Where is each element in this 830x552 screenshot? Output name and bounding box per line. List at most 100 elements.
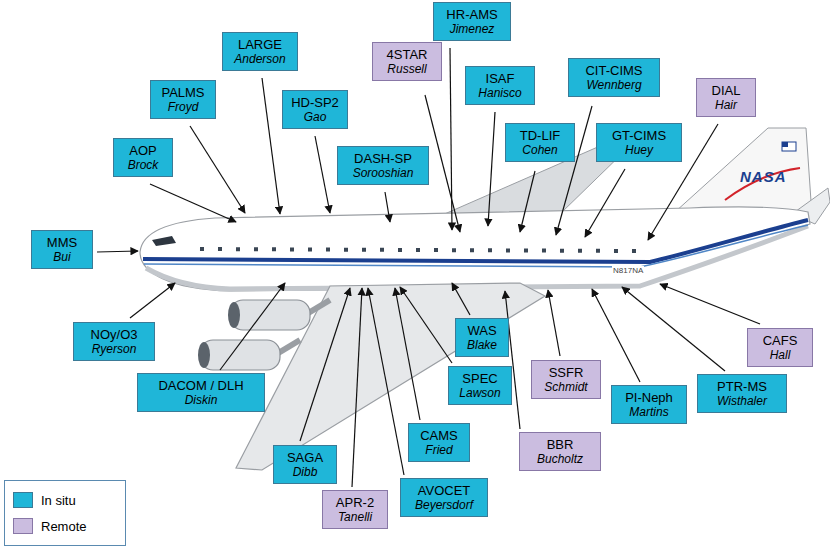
fuselage (140, 207, 810, 291)
instrument-name: PALMS (157, 85, 209, 100)
instrument-name: BBR (526, 437, 594, 452)
instrument-name: NOy/O3 (80, 327, 148, 342)
belly-shade (146, 226, 808, 289)
in-situ-instrument-box: PTR-MSWisthaler (697, 374, 787, 413)
investigator-name: Brock (120, 158, 166, 172)
investigator-name: Hall (754, 348, 806, 362)
in-situ-instrument-box: NOy/O3Ryerson (73, 322, 155, 361)
remote-instrument-box: DIALHair (696, 78, 756, 117)
in-situ-instrument-box: PALMSFroyd (150, 80, 216, 119)
remote-instrument-box: BBRBucholtz (519, 432, 601, 471)
in-situ-instrument-box: AOPBrock (113, 138, 173, 177)
in-situ-instrument-box: ISAFHanisco (465, 66, 535, 105)
remote-instrument-box: APR-2Tanelli (322, 490, 388, 529)
instrument-name: SAGA (280, 450, 330, 465)
investigator-name: Cohen (512, 143, 568, 157)
instrument-name: DASH-SP (344, 151, 422, 166)
investigator-name: Gao (289, 110, 341, 124)
legend-row: In situ (13, 487, 117, 513)
engine-intake (198, 342, 210, 368)
investigator-name: Diskin (144, 393, 258, 407)
instrument-name: TD-LIF (512, 128, 568, 143)
instrument-name: ISAF (472, 71, 528, 86)
engine-intake (228, 302, 240, 328)
in-situ-instrument-box: LARGEAnderson (222, 32, 298, 71)
legend-swatch (13, 492, 33, 508)
instrument-name: 4STAR (379, 47, 435, 62)
investigator-name: Ryerson (80, 342, 148, 356)
instrument-name: LARGE (229, 37, 291, 52)
instrument-name: AOP (120, 143, 166, 158)
tail-number: N817NA (612, 266, 644, 275)
cheat-line (143, 220, 808, 262)
in-situ-instrument-box: HR-AMSJimenez (433, 2, 511, 41)
investigator-name: Hair (703, 98, 749, 112)
instrument-name: DACOM / DLH (144, 378, 258, 393)
investigator-name: Dibb (280, 465, 330, 479)
in-situ-instrument-box: CAMSFried (408, 423, 470, 462)
cheat-line-thin (144, 225, 808, 267)
investigator-name: Blake (462, 338, 502, 352)
investigator-name: Wennberg (575, 78, 653, 92)
investigator-name: Bucholtz (526, 452, 594, 466)
instrument-name: DIAL (703, 83, 749, 98)
investigator-name: Martins (618, 405, 680, 419)
investigator-name: Sorooshian (344, 166, 422, 180)
legend-text: Remote (41, 519, 87, 534)
flag (782, 142, 796, 151)
investigator-name: Jimenez (440, 22, 504, 36)
legend: In situRemote (4, 480, 126, 546)
leader-lines (97, 48, 760, 487)
instrument-name: HD-SP2 (289, 95, 341, 110)
instrument-name: CAMS (415, 428, 463, 443)
investigator-name: Fried (415, 443, 463, 457)
in-situ-instrument-box: DASH-SPSorooshian (337, 146, 429, 185)
instrument-name: PI-Neph (618, 390, 680, 405)
flag-canton (782, 142, 788, 147)
investigator-name: Beyersdorf (407, 498, 481, 512)
investigator-name: Hanisco (472, 86, 528, 100)
instrument-name: SPEC (455, 371, 505, 386)
in-situ-instrument-box: TD-LIFCohen (505, 123, 575, 162)
in-situ-instrument-box: PI-NephMartins (611, 385, 687, 424)
in-situ-instrument-box: CIT-CIMSWennberg (568, 58, 660, 97)
remote-instrument-box: 4STARRussell (372, 42, 442, 81)
investigator-name: Wisthaler (704, 394, 780, 408)
investigator-name: Schmidt (538, 380, 594, 394)
legend-row: Remote (13, 513, 117, 539)
cabin-windows (200, 249, 640, 251)
logo-swoosh (725, 168, 800, 200)
investigator-name: Huey (603, 143, 675, 157)
remote-instrument-box: SSFRSchmidt (531, 360, 601, 399)
instrument-name: AVOCET (407, 483, 481, 498)
investigator-name: Tanelli (329, 510, 381, 524)
engine (230, 300, 310, 330)
instrument-name: GT-CIMS (603, 128, 675, 143)
in-situ-instrument-box: WASBlake (455, 318, 509, 357)
in-situ-instrument-box: MMSBui (31, 230, 93, 269)
remote-instrument-box: CAFSHall (747, 328, 813, 367)
logo-text: NASA (740, 168, 787, 185)
instrument-name: CIT-CIMS (575, 63, 653, 78)
in-situ-instrument-box: HD-SP2Gao (282, 90, 348, 129)
cockpit-window (152, 236, 176, 246)
in-situ-instrument-box: AVOCETBeyersdorf (400, 478, 488, 517)
in-situ-instrument-box: SPECLawson (448, 366, 512, 405)
engine (200, 340, 280, 370)
instrument-name: HR-AMS (440, 7, 504, 22)
investigator-name: Froyd (157, 100, 209, 114)
in-situ-instrument-box: SAGADibb (273, 445, 337, 484)
investigator-name: Lawson (455, 386, 505, 400)
tail-fin (675, 128, 812, 216)
instrument-name: MMS (38, 235, 86, 250)
instrument-name: APR-2 (329, 495, 381, 510)
legend-swatch (13, 518, 33, 534)
investigator-name: Bui (38, 250, 86, 264)
instrument-name: SSFR (538, 365, 594, 380)
in-situ-instrument-box: GT-CIMSHuey (596, 123, 682, 162)
investigator-name: Russell (379, 62, 435, 76)
investigator-name: Anderson (229, 52, 291, 66)
in-situ-instrument-box: DACOM / DLHDiskin (137, 373, 265, 412)
instrument-name: PTR-MS (704, 379, 780, 394)
